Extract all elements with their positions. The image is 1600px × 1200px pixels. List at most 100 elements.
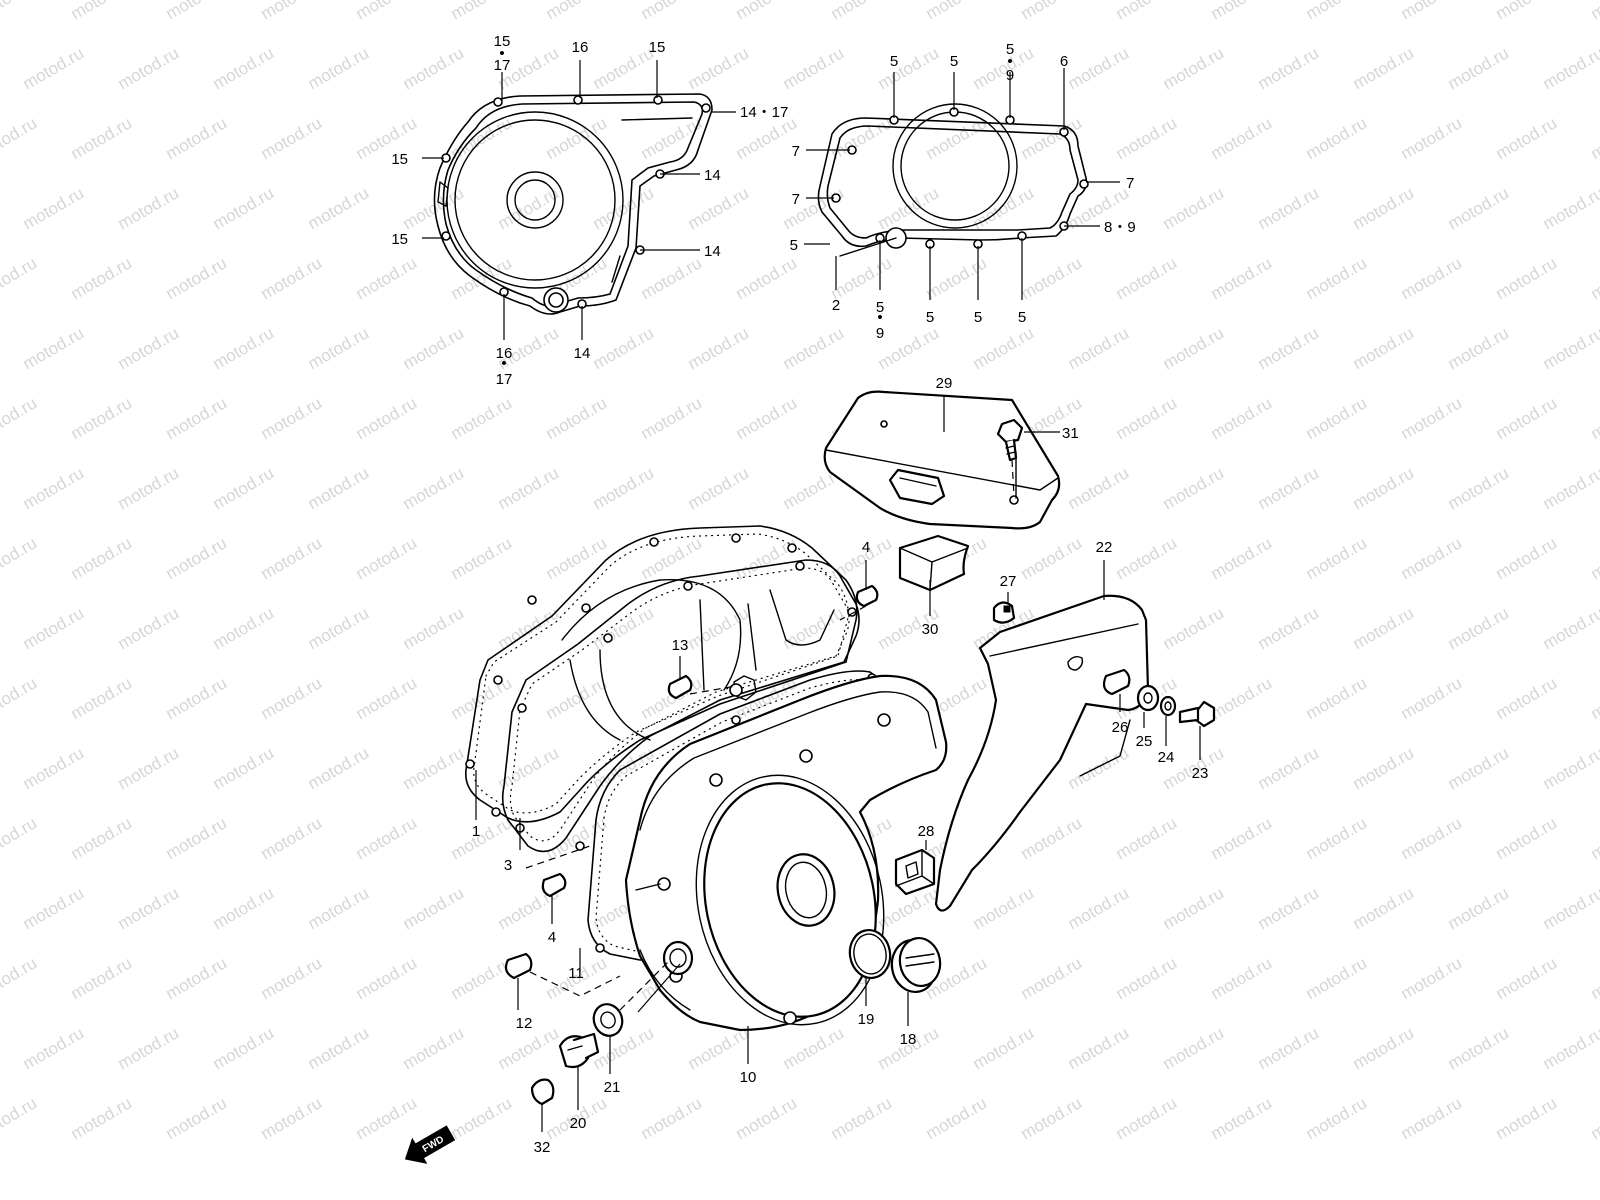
callout-6: 6 [1060,53,1068,70]
watermark-text: motod.ru [1113,393,1181,443]
watermark-text: motod.ru [0,953,40,1003]
watermark-text: motod.ru [20,323,88,373]
gasket-3 [501,559,860,853]
watermark-text: motod.ru [1018,253,1086,303]
watermark-text: motod.ru [875,183,943,233]
watermark-text: motod.ru [400,463,468,513]
watermark-text: motod.ru [163,393,231,443]
watermark-text: motod.ru [210,183,278,233]
watermark-text: motod.ru [1588,113,1600,163]
watermark-text: motod.ru [1445,743,1513,793]
watermark-text: motod.ru [163,673,231,723]
watermark-text: motod.ru [1255,1023,1323,1073]
callout-5: 5 [974,309,982,326]
grommet-27 [992,601,1016,624]
watermark-text: motod.ru [258,813,326,863]
watermark-text: motod.ru [1255,183,1323,233]
watermark-text: motod.ru [353,253,421,303]
watermark-text: motod.ru [68,533,136,583]
watermark-text: motod.ru [590,43,658,93]
watermark-text: motod.ru [1540,603,1600,653]
watermark-text: motod.ru [875,323,943,373]
damper-30 [898,534,970,592]
callout-22: 22 [1096,539,1113,556]
watermark-text: motod.ru [115,183,183,233]
watermark-text: motod.ru [1160,183,1228,233]
watermark-text: motod.ru [1113,1093,1181,1143]
watermark-text: motod.ru [590,323,658,373]
watermark-text: motod.ru [448,0,516,23]
watermark-text: motod.ru [305,1023,373,1073]
washer-24 [1159,695,1177,717]
watermark-text: motod.ru [1113,813,1181,863]
watermark-text: motod.ru [1588,813,1600,863]
callout-5: 5 [950,53,958,70]
watermark-text: motod.ru [970,323,1038,373]
watermark-text: motod.ru [68,813,136,863]
callout-19: 19 [858,1011,875,1028]
watermark-text: motod.ru [685,603,753,653]
watermark-text: motod.ru [1303,393,1371,443]
leader-lines [422,60,1201,1132]
watermark-text: motod.ru [115,603,183,653]
watermark-text: motod.ru [1493,1093,1561,1143]
watermark-text: motod.ru [400,323,468,373]
cap-32 [530,1078,555,1106]
watermark-text: motod.ru [1303,253,1371,303]
collar-26 [1102,668,1131,696]
dowel-pin-4-upper [855,584,879,608]
watermark-text: motod.ru [828,0,896,23]
watermark-text: motod.ru [258,113,326,163]
watermark-text: motod.ru [353,533,421,583]
watermark-text: motod.ru [1588,0,1600,23]
callout-dot: • [501,355,506,372]
dowel-pin-13 [667,674,693,700]
watermark-text: motod.ru [590,183,658,233]
watermark-text: motod.ru [733,533,801,583]
watermark-text: motod.ru [1018,953,1086,1003]
watermark-text: motod.ru [1303,813,1371,863]
watermark-text: motod.ru [353,813,421,863]
washer-25 [1136,684,1160,712]
callout-29: 29 [936,375,953,392]
watermark-text: motod.ru [353,1093,421,1143]
watermark-text: motod.ru [1303,533,1371,583]
watermark-text: motod.ru [20,1023,88,1073]
watermark-text: motod.ru [780,323,848,373]
watermark-text: motod.ru [1303,113,1371,163]
watermark-text: motod.ru [305,603,373,653]
bracket-28 [894,848,936,896]
callout-labels: 15 • 17 16 15 14・17 15 14 15 14 16 • 17 … [391,33,1208,1156]
watermark-text: motod.ru [1445,1023,1513,1073]
watermark-text: motod.ru [258,673,326,723]
callout-30: 30 [922,621,939,638]
callout-27: 27 [1000,573,1017,590]
watermark-text: motod.ru [780,183,848,233]
watermark-text: motod.ru [970,1023,1038,1073]
watermark-text: motod.ru [1588,393,1600,443]
watermark-text: motod.ru [115,323,183,373]
watermark-text: motod.ru [210,323,278,373]
watermark-text: motod.ru [638,1093,706,1143]
watermark-text: motod.ru [543,0,611,23]
plug-cap-18 [890,937,942,993]
callout-9: 9 [1006,67,1014,84]
watermark-text: motod.ru [638,253,706,303]
watermark-text: motod.ru [115,743,183,793]
watermark-text: motod.ru [1255,463,1323,513]
watermark-text: motod.ru [1208,1093,1276,1143]
watermark-text: motod.ru [495,183,563,233]
watermark-text: motod.ru [780,1023,848,1073]
watermark-text: motod.ru [1540,323,1600,373]
watermark-text: motod.ru [305,883,373,933]
watermark-text: motod.ru [353,113,421,163]
watermark-text: motod.ru [1255,323,1323,373]
callout-16: 16 [572,39,589,56]
watermark-text: motod.ru [0,0,40,23]
watermark-text: motod.ru [1493,393,1561,443]
callout-17: 17 [496,371,513,388]
watermark-text: motod.ru [1113,113,1181,163]
watermark-text: motod.ru [780,43,848,93]
watermark-text: motod.ru [1255,743,1323,793]
